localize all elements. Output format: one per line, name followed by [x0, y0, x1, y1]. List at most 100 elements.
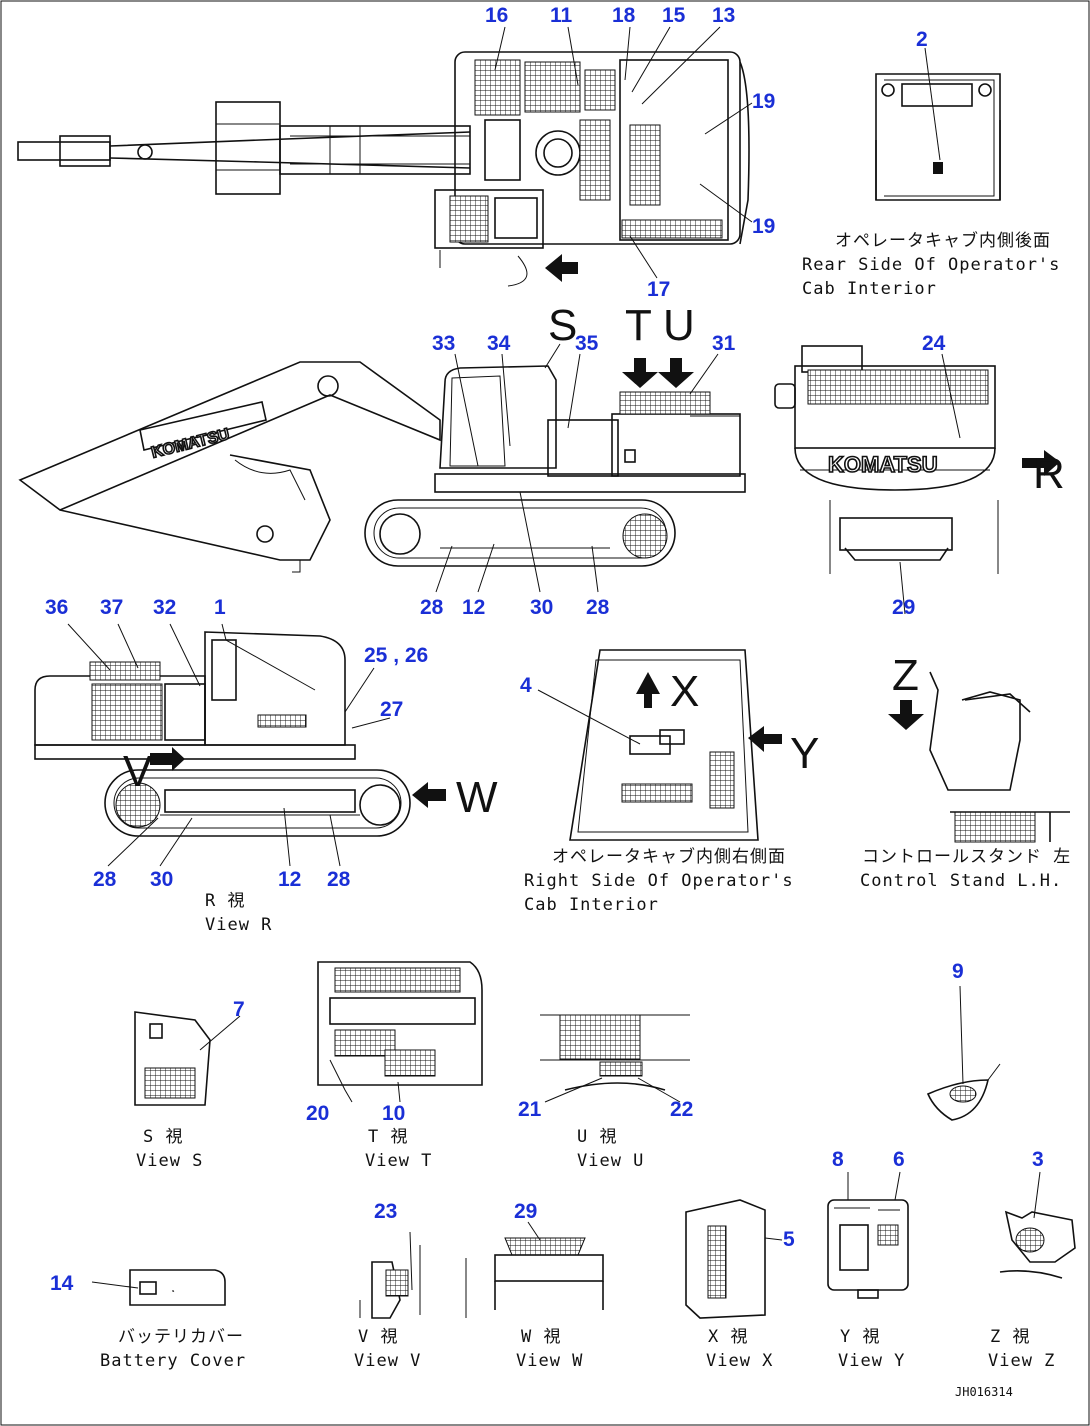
- callout-7: 7: [233, 998, 245, 1021]
- callout-32: 32: [153, 596, 176, 619]
- view-x-drawing: [685, 1199, 783, 1319]
- caption-view-z-jp: Z 視: [990, 1327, 1030, 1347]
- view-y-drawing: [827, 1171, 909, 1299]
- view-letter-x: X: [670, 667, 699, 716]
- caption-control-stand-en: Control Stand L.H.: [860, 871, 1062, 891]
- callout-28-side-left: 28: [420, 596, 444, 619]
- caption-view-t-jp: T 視: [368, 1127, 408, 1147]
- callout-29-view-w: 29: [514, 1200, 537, 1223]
- view-letter-v: V: [123, 747, 153, 796]
- view-w-drawing: [494, 1221, 604, 1310]
- caption-view-y-jp: Y 視: [840, 1327, 880, 1347]
- caption-view-r-jp: R 視: [205, 891, 245, 911]
- caption-view-w-jp: W 視: [521, 1327, 561, 1347]
- callout-21: 21: [518, 1098, 542, 1121]
- callout-17: 17: [647, 278, 670, 301]
- callout-28-side-right: 28: [586, 596, 610, 619]
- caption-right-cab-jp: オペレータキャブ内側右側面: [552, 846, 786, 867]
- callout-6: 6: [893, 1148, 905, 1171]
- view-t-drawing: [317, 961, 483, 1103]
- control-stand-drawing: [888, 671, 1070, 843]
- callout-35: 35: [575, 332, 599, 355]
- callout-22: 22: [670, 1098, 693, 1121]
- callout-12-side: 12: [462, 596, 485, 619]
- callout-34: 34: [487, 332, 511, 355]
- caption-view-x-jp: X 視: [708, 1327, 748, 1347]
- callout-24: 24: [922, 332, 946, 355]
- boom-logo: KOMATSU: [150, 426, 231, 462]
- caption-view-x-en: View X: [706, 1351, 773, 1371]
- caption-battery-jp: バッテリカバー: [118, 1327, 244, 1347]
- right-cab-drawing: [537, 649, 782, 841]
- callout-10: 10: [382, 1102, 405, 1125]
- caption-view-z-en: View Z: [988, 1351, 1055, 1371]
- caption-view-v-en: View V: [354, 1351, 421, 1371]
- callout-5: 5: [783, 1228, 795, 1251]
- view-letter-u: U: [663, 301, 695, 350]
- caption-right-cab-en-line1: Right Side Of Operator's: [524, 871, 794, 891]
- caption-rear-cab-en-line1: Rear Side Of Operator's: [802, 255, 1060, 275]
- callout-19-lower: 19: [752, 215, 775, 238]
- caption-view-v-jp: V 視: [358, 1327, 398, 1347]
- view-s-drawing: [134, 1011, 241, 1106]
- callout-12-right: 12: [278, 868, 301, 891]
- callout-18: 18: [612, 4, 636, 27]
- caption-view-s-en: View S: [136, 1151, 203, 1171]
- callout-29-rear: 29: [892, 596, 915, 619]
- caption-view-r-en: View R: [205, 915, 272, 935]
- callout-25-26: 25 , 26: [364, 644, 428, 667]
- callout-15: 15: [662, 4, 686, 27]
- caption-view-t-en: View T: [365, 1151, 432, 1171]
- caption-control-stand-jp: コントロールスタンド 左: [862, 847, 1071, 867]
- view-v-drawing: [359, 1231, 467, 1319]
- right-side-view-drawing: [34, 623, 446, 867]
- callout-20: 20: [306, 1102, 329, 1125]
- view-letter-w: W: [456, 773, 498, 822]
- callout-31: 31: [712, 332, 736, 355]
- caption-rear-cab-jp: オペレータキャブ内側後面: [835, 230, 1051, 251]
- callout-19-upper: 19: [752, 90, 775, 113]
- callout-27: 27: [380, 698, 403, 721]
- caption-view-y-en: View Y: [838, 1351, 905, 1371]
- battery-cover-mark: ◔: [170, 1287, 175, 1296]
- caption-right-cab-en-line2: Cab Interior: [524, 895, 659, 915]
- caption-rear-cab-en-line2: Cab Interior: [802, 279, 937, 299]
- view-letter-r: R: [1033, 449, 1065, 498]
- callout-9: 9: [952, 960, 964, 983]
- view-letter-t: T: [625, 301, 652, 350]
- callout-4: 4: [520, 674, 532, 697]
- callout-13: 13: [712, 4, 735, 27]
- drawing-code: JH016314: [955, 1385, 1013, 1399]
- part-9-drawing: [926, 985, 1001, 1121]
- view-letter-z: Z: [892, 651, 919, 700]
- callout-30-side: 30: [530, 596, 553, 619]
- callout-33: 33: [432, 332, 455, 355]
- counterweight-logo: KOMATSU: [828, 452, 938, 477]
- callout-16: 16: [485, 4, 508, 27]
- callout-3: 3: [1032, 1148, 1044, 1171]
- callout-14: 14: [50, 1272, 74, 1295]
- view-letter-y: Y: [790, 729, 819, 778]
- top-view-drawing: [17, 26, 753, 287]
- caption-view-u-jp: U 視: [577, 1127, 617, 1147]
- side-view-drawing: KOMATSU: [18, 343, 746, 593]
- callout-28-right-right: 28: [327, 868, 351, 891]
- rear-cab-drawing: [875, 47, 1001, 201]
- callout-30-right: 30: [150, 868, 173, 891]
- callout-23: 23: [374, 1200, 397, 1223]
- callout-2: 2: [916, 28, 928, 51]
- callout-37: 37: [100, 596, 123, 619]
- callout-1: 1: [214, 596, 226, 619]
- rear-machine-drawing: KOMATSU: [774, 345, 1060, 615]
- view-letter-s: S: [548, 301, 577, 350]
- view-u-drawing: [540, 1014, 690, 1103]
- callout-36: 36: [45, 596, 68, 619]
- caption-view-u-en: View U: [577, 1151, 644, 1171]
- caption-battery-en: Battery Cover: [100, 1351, 246, 1371]
- view-z-drawing: [999, 1171, 1076, 1279]
- callout-28-right-left: 28: [93, 868, 117, 891]
- callout-8: 8: [832, 1148, 844, 1171]
- callout-11: 11: [550, 4, 573, 27]
